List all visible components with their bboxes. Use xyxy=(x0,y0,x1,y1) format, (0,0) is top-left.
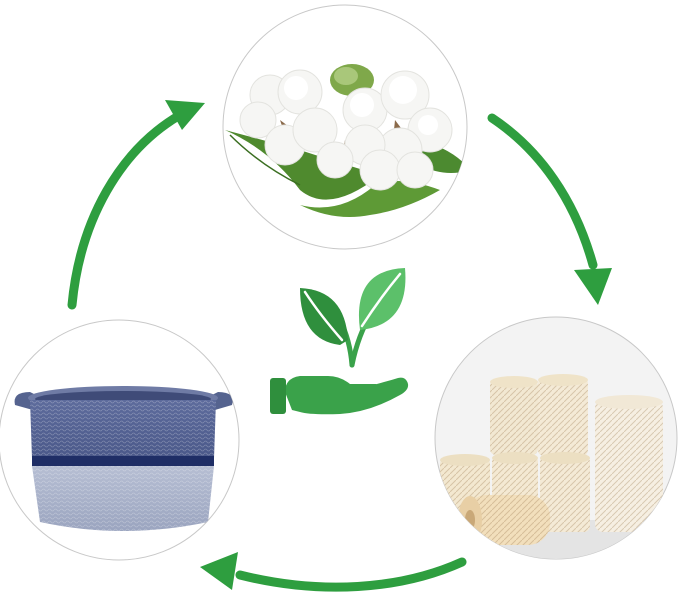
arrow-top-to-right-head xyxy=(574,268,612,305)
woven-basket-image xyxy=(0,319,240,561)
arrow-left-to-top xyxy=(67,110,185,310)
arrow-top-to-right xyxy=(487,113,598,270)
arrow-left-to-top-head xyxy=(165,100,205,130)
cycle-arrows xyxy=(67,100,612,592)
arrow-right-to-left xyxy=(235,557,467,592)
cotton-rope-spools-image xyxy=(434,316,678,560)
cotton-boll-image xyxy=(222,4,468,250)
eco-hand-sprout-icon xyxy=(270,268,409,415)
arrow-right-to-left-head xyxy=(200,552,238,590)
